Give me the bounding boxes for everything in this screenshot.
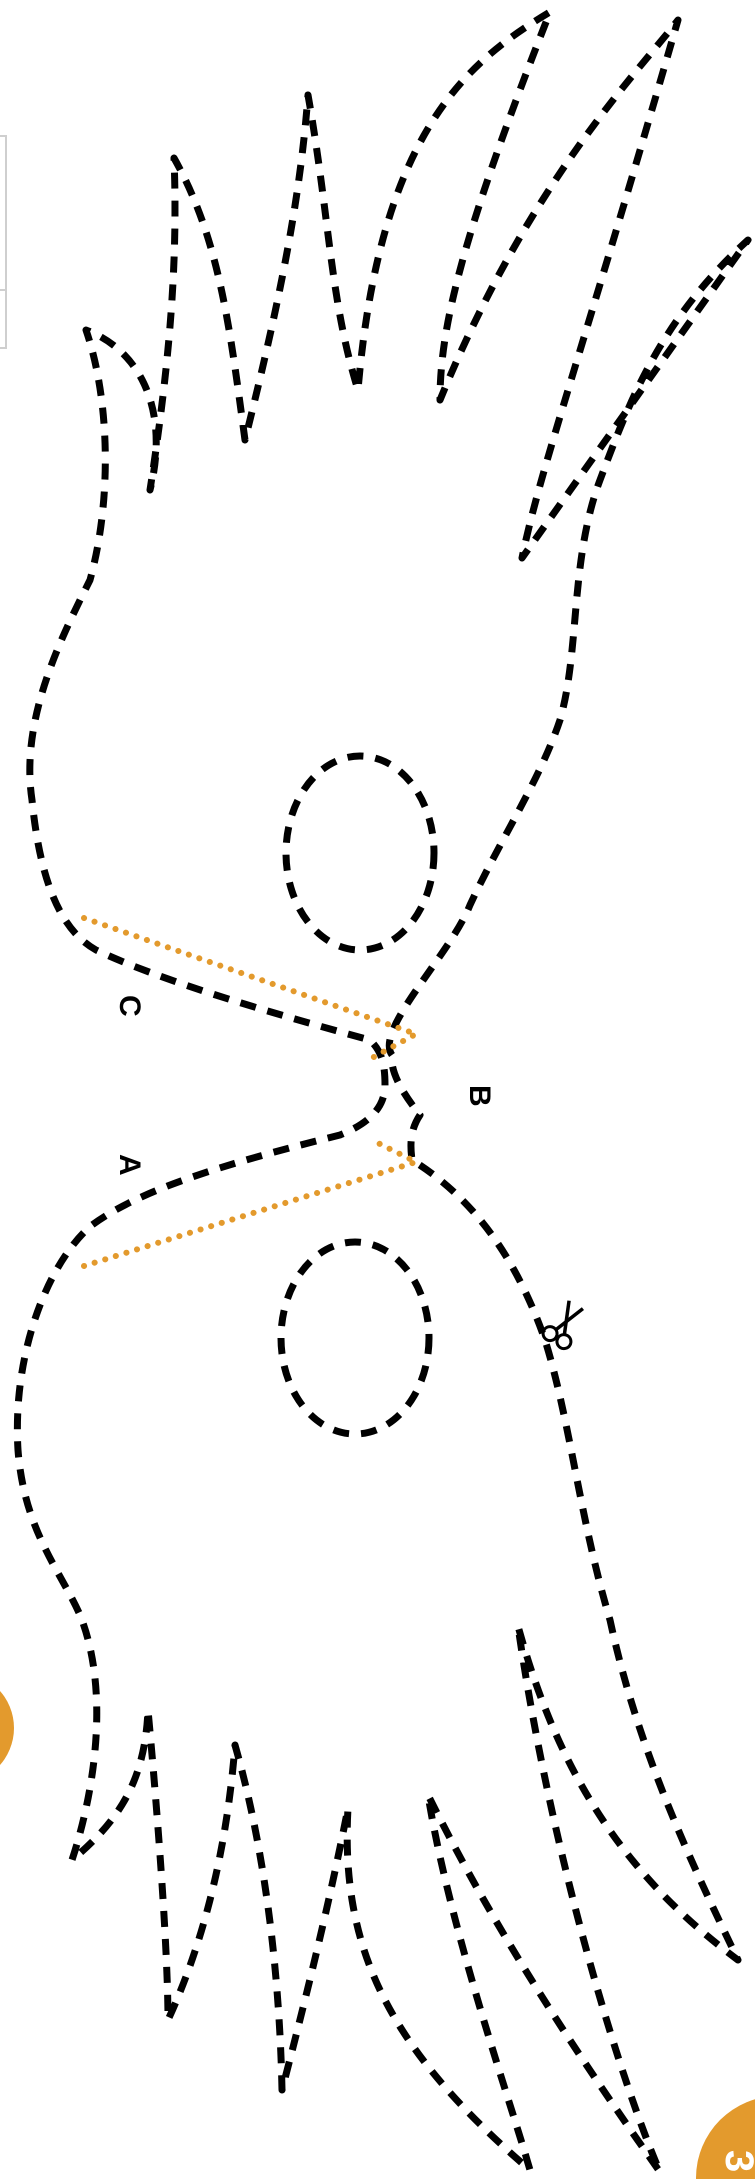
label-b: B	[463, 1085, 496, 1107]
scissors-icon	[541, 1300, 585, 1351]
fold-lines	[81, 915, 424, 1269]
side-tab	[0, 135, 7, 349]
eye-hole-lower	[277, 1238, 433, 1438]
label-a: A	[113, 1154, 146, 1176]
badge-left	[0, 1690, 14, 1766]
eye-hole-upper	[282, 752, 438, 954]
page-badge: 3	[696, 2099, 755, 2179]
label-c: C	[113, 995, 146, 1017]
page-number: 3	[717, 2150, 755, 2172]
cut-outline	[13, 8, 752, 2176]
fold-line-upper	[81, 915, 424, 1061]
